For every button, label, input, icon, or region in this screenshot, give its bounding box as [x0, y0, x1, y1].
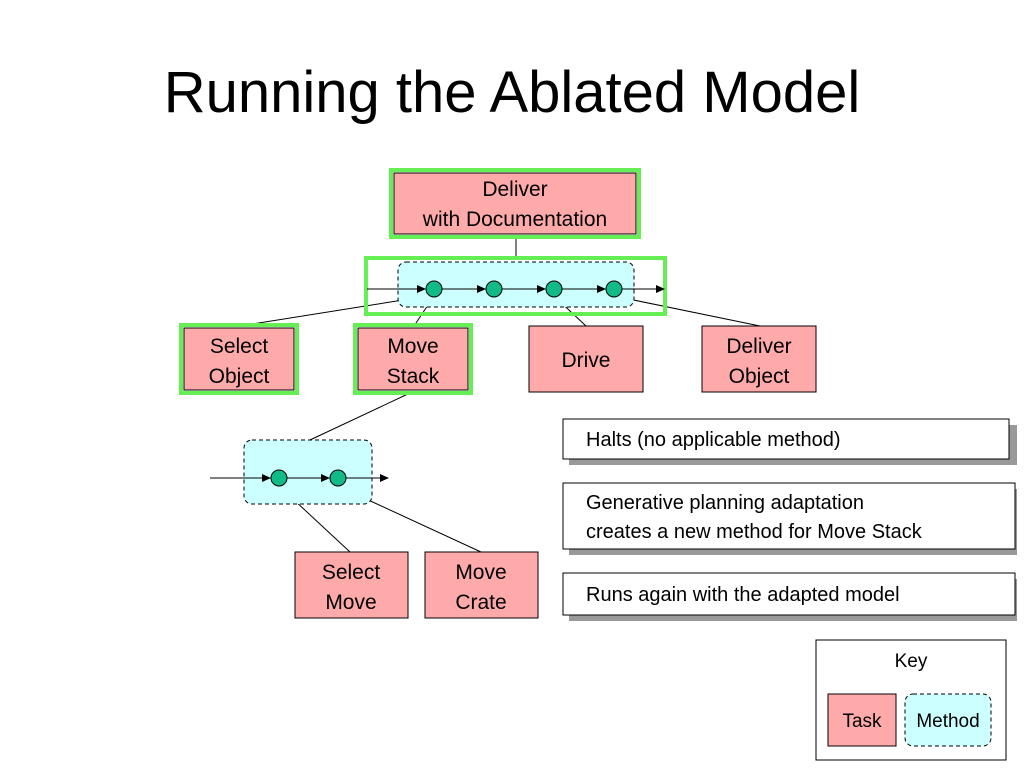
move-stack-label-line2: Stack [387, 365, 440, 388]
callout-runs-again-box [562, 572, 1016, 616]
upper-method-box [397, 261, 635, 308]
select-object-label-line2: Object [209, 365, 270, 388]
callout-adaptation: Generative planning adaptation creates a… [562, 482, 1017, 555]
subtask-move-stack: Move Stack [353, 323, 473, 395]
select-move-box [294, 551, 409, 619]
legend-title: Key [895, 651, 928, 672]
lower-task-move-crate: Move Crate [424, 551, 539, 619]
subtask-deliver-object: Deliver Object [701, 325, 817, 393]
move-crate-label-line2: Crate [455, 591, 506, 614]
lower-task-select-move: Select Move [294, 551, 409, 619]
method-to-deliver-object-edge [613, 295, 761, 327]
callout-adaptation-box [562, 482, 1016, 550]
lower-method [210, 439, 389, 505]
callout-runs-again: Runs again with the adapted model [562, 572, 1017, 621]
deliver-object-label-line1: Deliver [726, 335, 791, 358]
lower-method-node [329, 469, 347, 487]
deliver-object-box [701, 325, 817, 393]
lower-method-node [270, 469, 288, 487]
upper-method-node [485, 280, 503, 298]
lower-method-box [243, 439, 373, 505]
drive-box [528, 325, 644, 393]
select-move-label-line2: Move [325, 591, 376, 614]
upper-method [364, 256, 667, 316]
move-stack-box [357, 327, 469, 391]
legend-task-swatch [827, 693, 897, 747]
slide-title: Running the Ablated Model [163, 60, 861, 125]
legend-key: Key Task Method [815, 639, 1007, 761]
callout-adaptation-text-line2: creates a new method for Move Stack [586, 521, 923, 543]
upper-method-node [545, 280, 563, 298]
select-object-highlight [179, 323, 299, 395]
legend-method-label: Method [916, 711, 979, 732]
move-stack-highlight [353, 323, 473, 395]
callout-halts: Halts (no applicable method) [562, 418, 1017, 465]
root-task-label-line2: with Documentation [422, 208, 607, 231]
callout-halts-box [562, 418, 1010, 460]
legend-task-label: Task [842, 711, 882, 732]
move-crate-label-line1: Move [455, 561, 506, 584]
root-task: Deliver with Documentation [389, 168, 641, 239]
select-object-label-line1: Select [210, 335, 269, 358]
subtask-select-object: Select Object [179, 323, 299, 395]
move-stack-to-method-edge [309, 392, 411, 441]
root-task-highlight [389, 168, 641, 239]
select-object-box [183, 327, 295, 391]
upper-method-highlight [364, 256, 667, 316]
callout-adaptation-text-line1: Generative planning adaptation [586, 492, 864, 514]
upper-method-node [605, 280, 623, 298]
move-stack-label-line1: Move [387, 335, 438, 358]
callout-halts-text: Halts (no applicable method) [586, 429, 841, 451]
move-crate-box [424, 551, 539, 619]
root-task-label-line1: Deliver [482, 178, 547, 201]
deliver-object-label-line2: Object [729, 365, 790, 388]
subtask-drive: Drive [528, 325, 644, 393]
legend-method-swatch [904, 693, 992, 747]
callout-runs-again-text: Runs again with the adapted model [586, 584, 900, 606]
root-task-box [393, 172, 637, 235]
select-move-label-line1: Select [322, 561, 381, 584]
method-to-select-object-edge [239, 299, 404, 327]
drive-label: Drive [561, 349, 610, 372]
upper-method-node [425, 280, 443, 298]
